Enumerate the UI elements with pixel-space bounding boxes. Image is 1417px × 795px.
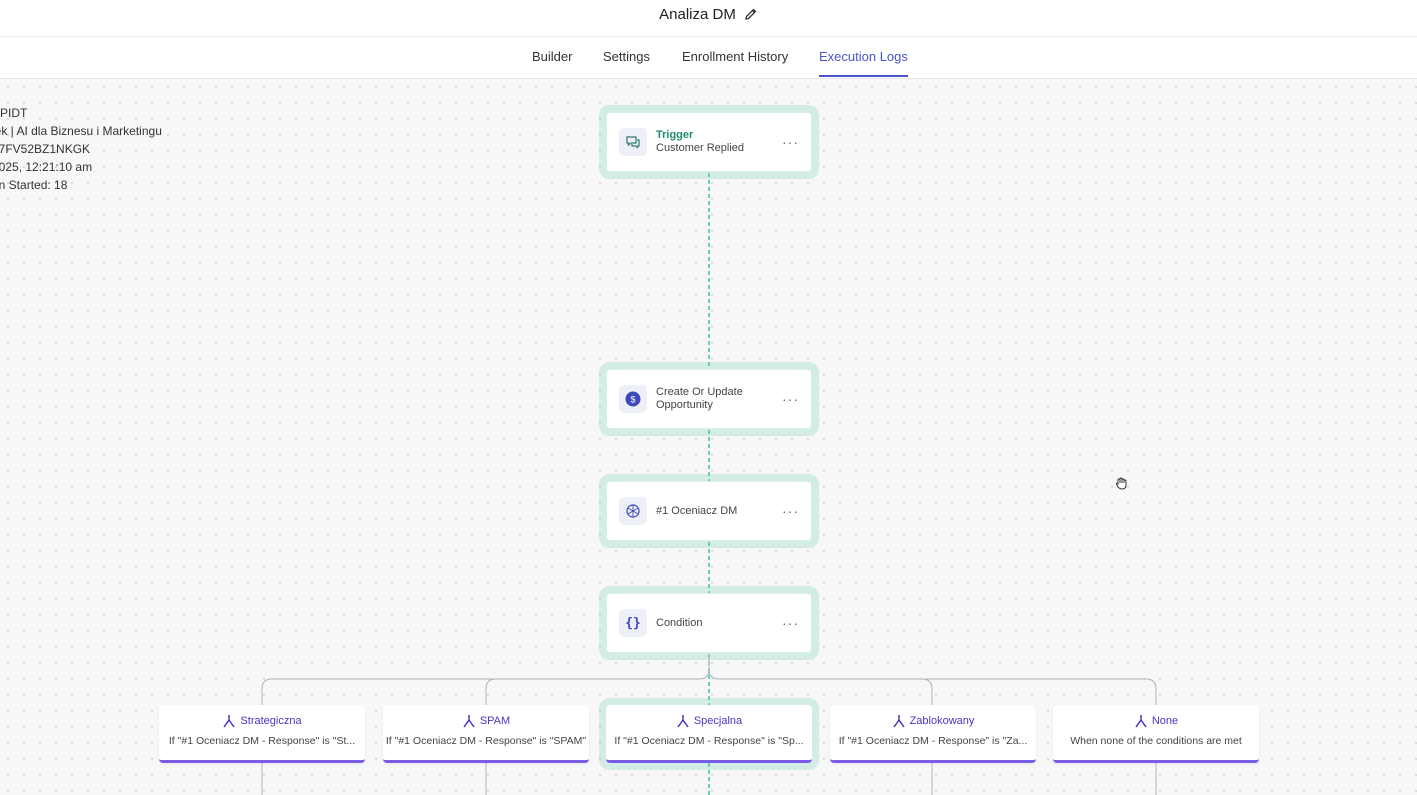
branch-icon <box>677 715 689 728</box>
condition-label: Condition <box>656 616 703 629</box>
workflow-header: Analiza DM <box>0 0 1417 37</box>
branch-name: Specjalna <box>693 715 743 727</box>
tab-execution-logs[interactable]: Execution Logs <box>819 37 908 77</box>
trigger-subtitle: Customer Replied <box>656 142 745 154</box>
branch-icon <box>892 715 905 728</box>
more-options-icon[interactable]: ··· <box>782 134 799 150</box>
info-line: łek | AI dla Biznesu i Marketingu <box>0 124 162 138</box>
more-options-icon[interactable]: ··· <box>782 391 799 407</box>
branch-name: Strategiczna <box>240 715 302 727</box>
opportunity-node[interactable]: $ Create Or Update Opportunity ··· <box>606 369 812 429</box>
ai-action-node[interactable]: #1 Oceniacz DM ··· <box>606 481 812 541</box>
info-line: KPIDT <box>0 106 28 120</box>
workflow-title: Analiza DM <box>659 5 736 23</box>
branch-icon <box>463 715 475 728</box>
more-options-icon[interactable]: ··· <box>782 615 799 631</box>
connector-lines <box>261 173 1157 795</box>
tab-builder[interactable]: Builder <box>532 49 573 64</box>
trigger-node[interactable]: Trigger Customer Replied ··· <box>606 112 812 172</box>
branch-specjalna[interactable]: Specjalna If "#1 Oceniacz DM - Response"… <box>606 705 812 763</box>
branch-zablokowany[interactable]: Zablokowany If "#1 Oceniacz DM - Respons… <box>830 705 1036 763</box>
info-line: 57FV52BZ1NKGK <box>0 142 91 156</box>
tab-bar: Builder Settings Enrollment History Exec… <box>0 37 1417 79</box>
dollar-icon: $ <box>619 385 647 413</box>
braces-icon: {} <box>619 609 647 637</box>
opportunity-label-line2: Opportunity <box>656 399 713 411</box>
svg-text:$: $ <box>630 395 635 405</box>
branch-icon <box>1135 715 1147 728</box>
hand-cursor-icon <box>1116 477 1127 490</box>
trigger-title: Trigger <box>656 129 694 141</box>
info-line: on Started: 18 <box>0 178 68 192</box>
opportunity-label-line1: Create Or Update <box>656 386 743 398</box>
tab-settings[interactable]: Settings <box>603 49 650 64</box>
branch-description: If "#1 Oceniacz DM - Response" is "Sp... <box>614 735 804 747</box>
ai-action-label: #1 Oceniacz DM <box>656 504 738 517</box>
workflow-canvas[interactable]: Trigger Customer Replied ··· $ Create Or… <box>0 79 1417 795</box>
chat-bubbles-icon <box>619 128 647 156</box>
branch-name: Zablokowany <box>909 715 975 727</box>
branch-none[interactable]: None When none of the conditions are met <box>1053 705 1259 763</box>
branch-spam[interactable]: SPAM If "#1 Oceniacz DM - Response" is "… <box>383 705 589 763</box>
pencil-icon[interactable] <box>744 7 758 21</box>
tab-enrollment-history[interactable]: Enrollment History <box>682 49 789 64</box>
branch-description: If "#1 Oceniacz DM - Response" is "Za... <box>838 735 1028 747</box>
condition-node[interactable]: {} Condition ··· <box>606 593 812 653</box>
openai-icon <box>619 497 647 525</box>
execution-info: KPIDT łek | AI dla Biznesu i Marketingu … <box>0 104 162 194</box>
branch-description: When none of the conditions are met <box>1070 735 1242 747</box>
branch-name: None <box>1151 715 1179 727</box>
info-line: 2025, 12:21:10 am <box>0 160 93 174</box>
more-options-icon[interactable]: ··· <box>782 503 799 519</box>
branch-name: SPAM <box>479 715 511 727</box>
branch-icon <box>223 715 236 728</box>
branch-strategiczna[interactable]: Strategiczna If "#1 Oceniacz DM - Respon… <box>159 705 365 763</box>
branch-description: If "#1 Oceniacz DM - Response" is "St... <box>168 735 356 747</box>
branch-description: If "#1 Oceniacz DM - Response" is "SPAM" <box>385 735 587 747</box>
